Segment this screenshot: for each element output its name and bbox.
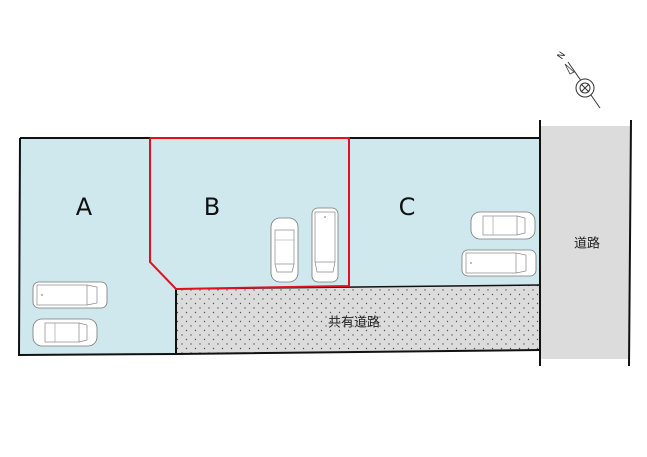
public-road-area [541,126,630,359]
shared-road-area [176,285,540,354]
car-icon [32,318,98,347]
compass-icon [564,61,601,109]
car-icon [311,207,339,283]
car-icon [270,217,299,283]
lot-a-label: A [75,193,93,221]
lot-b-label: B [203,193,221,221]
road-label: 道路 [573,236,601,252]
car-icon [32,281,108,309]
car-icon [461,249,537,277]
lot-c-label: C [398,193,416,221]
shared-road-label: 共有道路 [327,315,381,331]
car-icon [470,211,536,240]
lot-b-boundary [149,137,350,291]
